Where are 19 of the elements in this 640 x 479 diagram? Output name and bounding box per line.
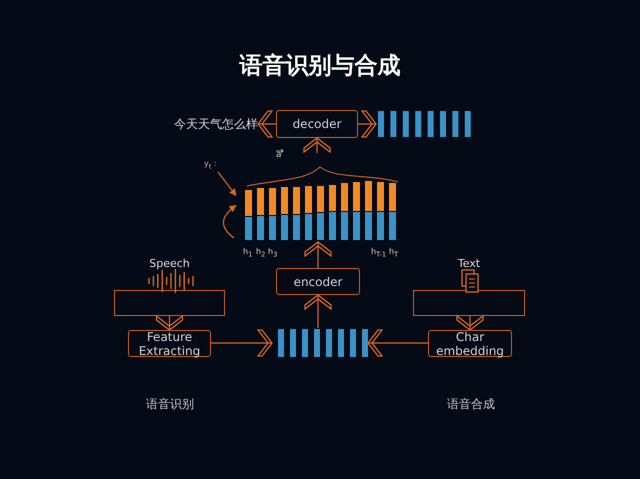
process-box: Feature Extracting [128, 330, 211, 357]
hidden-state-label: h$_{2}$ [256, 247, 266, 259]
hidden-state-label: h$_{1}$ [243, 247, 252, 259]
title: 语音识别与合成 [238, 52, 402, 81]
hidden-state-label: h$_{T-1}$ [371, 247, 386, 259]
process-box: Char embedding [428, 330, 512, 357]
caption: 语音识别 [146, 396, 194, 413]
curved-arrow [222, 205, 237, 238]
hidden-state-label: h$_{3}$ [268, 247, 278, 259]
output-label: y$_{t}$ : [204, 156, 228, 172]
output-text: 今天天气怎么样 [160, 114, 258, 134]
hidden-state-label: h$_{T}$ [389, 247, 398, 259]
caption: 语音合成 [447, 396, 495, 413]
decoder-box: decoder [276, 110, 358, 138]
heading: Text [456, 257, 482, 270]
encoder-box: encoder [276, 268, 360, 295]
vector-label: a [276, 150, 282, 160]
heading: Speech [148, 257, 191, 270]
leader-line [218, 172, 236, 196]
